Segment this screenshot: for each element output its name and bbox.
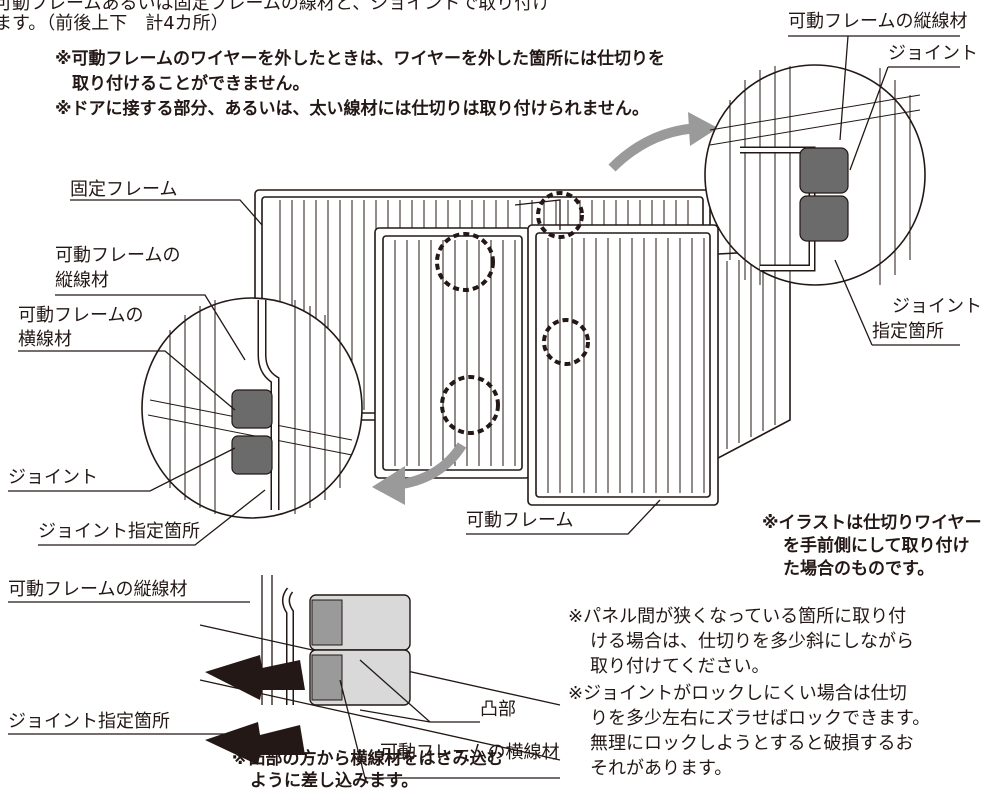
movable-frame-left-bars [394,240,516,466]
intro-line-1: 可動フレームあるいは固定フレームの線材と、ジョイントで取り付け [0,0,551,14]
label-bottom-vertical: 可動フレームの縦線材 [8,579,188,600]
note-lock-line-3: 無理にロックしようとすると破損するお [590,733,914,754]
intro-line-2: ます。（前後上下 計4カ所） [0,13,229,34]
label-joint-spot-right-2: 指定箇所 [872,321,944,342]
note-illustration-line-1: ※イラストは仕切りワイヤー [762,513,982,533]
note-narrow-line-1: ※パネル間が狭くなっている箇所に取り付 [568,606,907,627]
insert-arrow-upper [205,655,305,700]
movable-frame-right-bars [547,238,705,493]
bottom-detail [199,575,561,765]
label-movable-horizontal-1: 可動フレームの [18,305,144,326]
insert-arrow-lower [205,722,305,765]
note-wire-removed-line-2: 取り付けることができません。 [72,74,310,94]
cage-illustration [254,189,791,506]
label-bottom-horizontal: 可動フレームの横線材 [380,742,560,763]
label-movable-horizontal-2: 横線材 [18,329,72,350]
right-detail-circle [704,64,926,287]
joint-highlight-middle [542,318,590,366]
arrow-head-left [372,466,405,505]
note-narrow-line-2: ける場合は、仕切りを多少斜にしながら [590,631,914,652]
note-illustration-line-2: を手前側にして取り付け [783,536,970,556]
note-illustration-line-3: た場合のものです。 [783,559,935,579]
note-insert-line-1: ※凸部の方から横線材をはさみ込む [232,749,504,769]
note-wire-removed-line-1: ※可動フレームのワイヤーを外したときは、ワイヤーを外した箇所には仕切りを [55,49,665,69]
note-lock-line-2: りを多少左右にズラせばロックできます。 [590,708,931,729]
label-movable-vertical-top-right: 可動フレームの縦線材 [788,11,968,32]
note-insert-line-2: ように差し込みます。 [250,771,419,791]
divider-wire [514,199,561,230]
left-detail-circle [141,297,363,519]
label-movable-vertical-1: 可動フレームの [55,245,181,266]
joint-highlight-top [435,232,495,292]
label-bottom-joint-spot: ジョイント指定箇所 [8,711,170,732]
arrow-head-right [688,112,718,146]
leader-lines [8,35,960,779]
joint-highlight-bottom [440,375,500,435]
movable-frame-right-inner [535,232,711,498]
arrow-to-right-detail [608,123,701,172]
label-movable-vertical-2: 縦線材 [55,270,109,291]
label-joint-spot-left: ジョイント指定箇所 [38,521,200,542]
label-fixed-frame: 固定フレーム [70,179,178,200]
note-lock-line-4: それがあります。 [590,758,733,779]
label-joint-spot-right-1: ジョイント [892,296,982,317]
note-narrow-line-3: 取り付けてください。 [590,656,770,677]
label-movable-frame: 可動フレーム [466,510,574,531]
joint-highlight-upper [536,191,584,239]
movable-frame-left-inner [382,235,523,471]
label-joint-right: ジョイント [888,43,978,64]
note-lock-line-1: ※ジョイントがロックしにくい場合は仕切 [568,683,907,704]
note-door-line: ※ドアに接する部分、あるいは、太い線材には仕切りは取り付けられません。 [55,99,650,119]
label-convex: 凸部 [480,699,516,720]
label-joint-left: ジョイント [8,467,98,488]
